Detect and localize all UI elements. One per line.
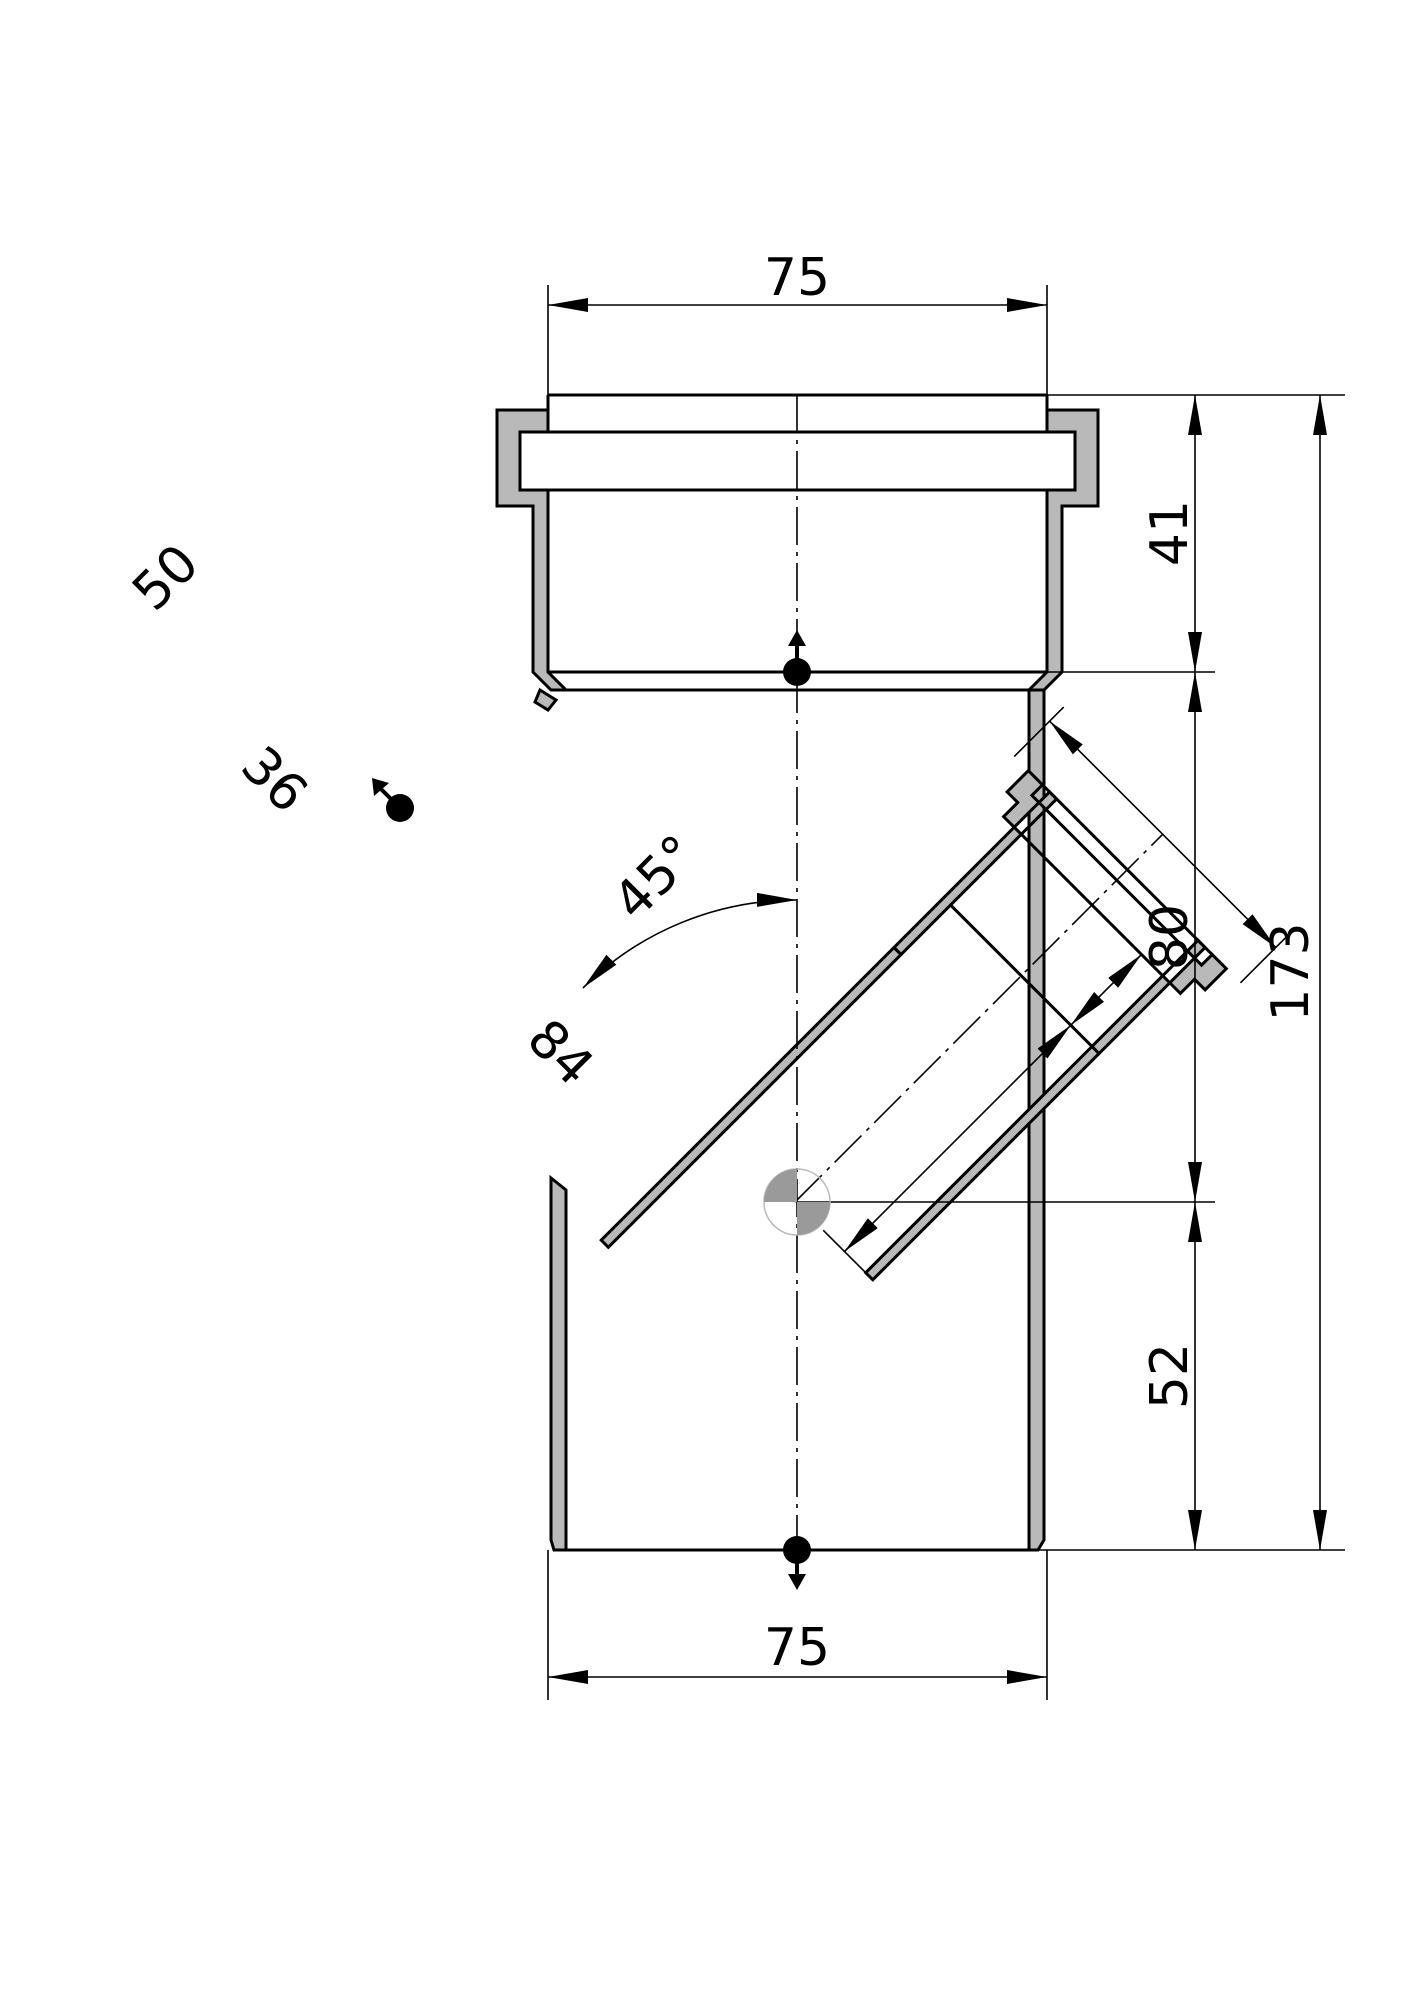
dim-bottom-length-label: 52 bbox=[1140, 1343, 1200, 1409]
dim-total-height-label: 173 bbox=[1261, 922, 1321, 1021]
branch-pipe bbox=[599, 706, 1291, 1282]
socket-left-wall bbox=[495, 408, 570, 692]
dim-total-height: 173 bbox=[1261, 395, 1327, 1550]
center-mark bbox=[763, 1168, 831, 1236]
branch-notch bbox=[533, 687, 559, 712]
body-left-wall bbox=[549, 1174, 568, 1552]
dim-branch-socket-label: 36 bbox=[229, 735, 318, 824]
dim-branch-angle: 45° bbox=[582, 824, 798, 989]
dim-bottom-width: 75 bbox=[547, 1550, 1048, 1700]
dim-branch-diameter-label: 50 bbox=[121, 533, 210, 622]
branch-axis bbox=[794, 833, 1164, 1203]
dim-bottom-length: 52 bbox=[1140, 1202, 1202, 1550]
flow-marker-bottom bbox=[783, 1536, 811, 1590]
dim-socket-depth: 41 bbox=[1140, 395, 1202, 672]
dim-top-width-label: 75 bbox=[764, 248, 830, 308]
dim-middle-length: 80 bbox=[1140, 672, 1202, 1202]
dim-socket-depth-label: 41 bbox=[1140, 500, 1200, 566]
dim-middle-length-label: 80 bbox=[1140, 904, 1200, 970]
flow-marker-branch bbox=[372, 778, 414, 822]
branch-lower-wall bbox=[863, 1044, 1102, 1282]
dim-branch-length-label: 84 bbox=[515, 1008, 604, 1097]
flow-marker-top bbox=[783, 630, 811, 686]
dim-bottom-width-label: 75 bbox=[764, 1618, 830, 1678]
socket-right-wall bbox=[1025, 408, 1100, 692]
dim-top-width: 75 bbox=[547, 248, 1048, 395]
dim-branch-angle-label: 45° bbox=[602, 824, 710, 932]
